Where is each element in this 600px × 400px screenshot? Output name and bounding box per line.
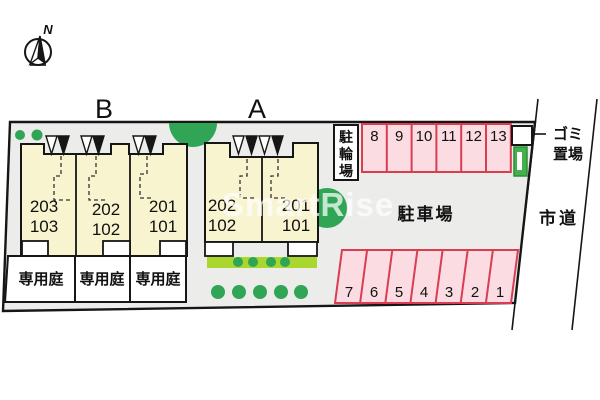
building-b: 203 103 202 102 201 101 [20, 135, 188, 257]
parking-space-number: 11 [441, 128, 457, 145]
bicycle-parking: 駐 輪 場 [333, 124, 359, 181]
garbage-box [511, 125, 533, 146]
garden-box [129, 255, 187, 303]
approach-path [270, 159, 285, 199]
parking-space-number: 5 [395, 284, 403, 301]
approach-path [88, 156, 105, 201]
shrub-dot-icon [232, 285, 246, 299]
approach-path [53, 156, 72, 201]
planting-strip [207, 257, 317, 268]
unit-number: 101 [282, 216, 310, 235]
parking-space-number: 10 [416, 128, 433, 145]
entrance-arrow-icon [80, 135, 93, 157]
parking-space-number: 12 [465, 128, 482, 145]
garden-box [74, 255, 131, 303]
tree-icon [169, 123, 217, 147]
unit-number: 202 [92, 200, 120, 219]
parking-space-number: 2 [471, 284, 479, 301]
garden-label: 専用庭 [18, 270, 64, 288]
parking-row-bottom: 7 6 5 4 3 2 1 [333, 249, 520, 304]
porch [287, 241, 318, 257]
parking-row-outline [333, 249, 520, 304]
approach-path [239, 159, 254, 199]
compass-needle-icon [37, 35, 47, 65]
shrub-dot-icon [248, 257, 258, 267]
building-a-label: A [248, 94, 266, 124]
parking-divider [409, 249, 419, 304]
bicycle-parking-label: 輪 [339, 146, 354, 162]
unit-number: 101 [149, 217, 177, 236]
parking-divider [359, 249, 369, 304]
unit-number: 102 [208, 216, 236, 235]
shrub-dot-icon [266, 257, 276, 267]
road-edge-outer-line [571, 98, 598, 331]
parking-space-number: 1 [496, 284, 504, 301]
parking-space-number: 4 [420, 284, 428, 301]
parking-divider [459, 249, 469, 304]
porch [204, 241, 234, 257]
bicycle-parking-label: 場 [339, 163, 353, 179]
porch [21, 240, 49, 257]
porch [159, 240, 187, 257]
parking-space-number: 9 [395, 128, 403, 145]
shrub-dot-icon [211, 285, 225, 299]
approach-path [139, 156, 152, 199]
shrub-dot-icon [31, 129, 43, 141]
unit-number: 201 [149, 197, 177, 216]
shrub-dot-icon [233, 257, 243, 267]
garden-label: 専用庭 [135, 270, 181, 288]
watermark-text: SmartRise [222, 186, 394, 223]
shrub-dot-icon [253, 285, 267, 299]
shrub-dot-icon [280, 257, 290, 267]
unit-number: 103 [30, 217, 58, 236]
entrance-arrow-icon [45, 135, 58, 157]
garbage-area: ゴミ 置場 [511, 125, 583, 163]
parking-space-number: 6 [370, 284, 378, 301]
entrance-arrow-icon [57, 135, 70, 157]
parking-divider [434, 249, 444, 304]
parking-row-top: 8 9 10 11 12 13 [361, 123, 512, 173]
private-gardens: 専用庭 専用庭 専用庭 [3, 255, 187, 303]
unit-number: 102 [92, 220, 120, 239]
shrub-dot-icon [274, 285, 288, 299]
garden-label: 専用庭 [79, 270, 125, 288]
parking-lot-label: 駐車場 [398, 204, 455, 224]
bicycle-parking-box [333, 124, 359, 181]
unit-number: 201 [282, 196, 310, 215]
parking-divider [484, 249, 494, 304]
entrance-arrow-icon [132, 135, 145, 157]
garbage-label: ゴミ [553, 125, 583, 143]
road-label: 市道 [539, 208, 579, 228]
parking-space-number: 8 [370, 128, 378, 145]
entrance-arrow-icon [271, 135, 284, 157]
entrance-arrow-icon [245, 135, 258, 157]
sign-board-inner [517, 152, 522, 170]
parking-divider [384, 249, 394, 304]
entrance-arrow-icon [92, 135, 105, 157]
unit-number: 203 [30, 197, 58, 216]
porch [102, 240, 131, 257]
north-compass: N [24, 22, 53, 66]
entrance-arrow-icon [144, 135, 157, 157]
bicycle-parking-label: 駐 [339, 129, 353, 145]
entrance-arrow-icon [232, 135, 245, 157]
road-edge-inner-line [511, 98, 539, 331]
north-label: N [43, 22, 53, 37]
building-b-label: B [95, 94, 113, 124]
shrub-dot-icon [15, 130, 25, 140]
parking-space-number: 7 [345, 284, 353, 301]
unit-number: 202 [208, 196, 236, 215]
building-a: 202 102 201 101 [204, 135, 319, 257]
shrub-dot-icon [294, 285, 308, 299]
entrance-arrow-icon [258, 135, 271, 157]
parking-space-number: 3 [445, 284, 453, 301]
parking-space-number: 13 [490, 128, 507, 145]
garbage-label: 置場 [553, 146, 583, 163]
